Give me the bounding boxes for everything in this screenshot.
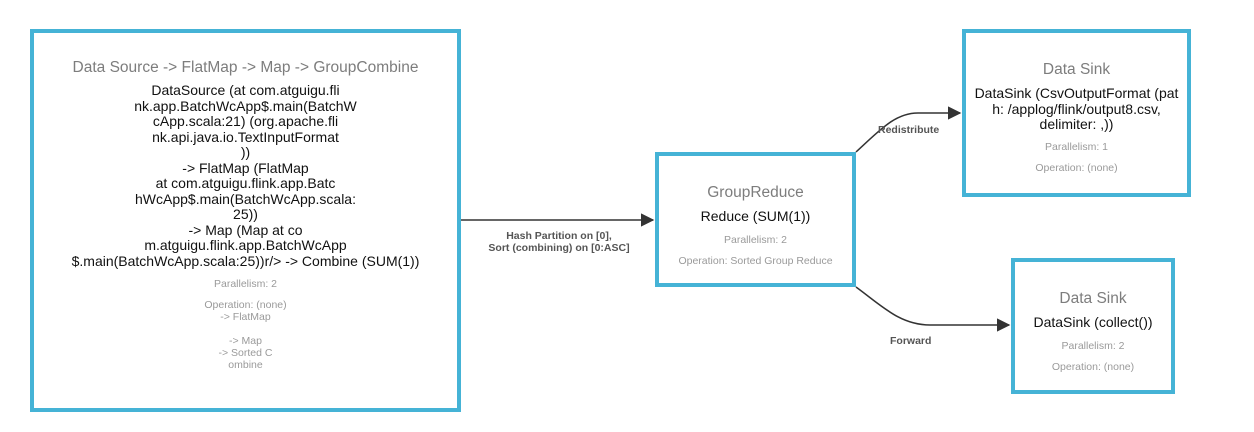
text-line: DataSink (collect()) (1033, 314, 1153, 330)
text-line: Reduce (SUM(1)) (700, 208, 811, 224)
node-operation: Operation: Sorted Group Reduce (659, 255, 852, 267)
node-title: GroupReduce (707, 184, 804, 201)
node-data-source[interactable]: Data Source -> FlatMap -> Map -> GroupCo… (30, 29, 461, 412)
text-line: delimiter: ,)) (1039, 116, 1114, 132)
text-line: Operation: (none) (1051, 360, 1135, 373)
text-line: $.main(BatchWcApp.scala:25))r/> -> Combi… (71, 252, 420, 269)
text-line: h: /applog/flink/output8.csv, (992, 100, 1161, 117)
node-parallelism: Parallelism: 2 (213, 278, 278, 290)
edge-label-hash-partition: Hash Partition on [0], Sort (combining) … (488, 230, 630, 254)
node-group-reduce[interactable]: GroupReduce Reduce (SUM(1)) Parallelism:… (655, 152, 856, 287)
text-line: ombine (228, 359, 263, 371)
node-parallelism: Parallelism: 2 (1061, 339, 1125, 352)
node-parallelism: Parallelism: 1 (1044, 140, 1109, 153)
text-line: nk.api.java.io.TextInputFormat (152, 128, 339, 145)
text-line: nk.app.BatchWcApp$.main(BatchW (134, 97, 357, 114)
text-line: -> FlatMap (FlatMap (182, 159, 309, 176)
node-operation: Operation: (none) (966, 162, 1187, 174)
edge-label-redistribute: Redistribute (878, 124, 940, 136)
edge-forward[interactable] (855, 286, 1011, 332)
edge-redistribute[interactable] (855, 106, 962, 153)
node-parallelism: Parallelism: 2 (723, 233, 788, 246)
text-line: hWcApp$.main(BatchWcApp.scala: (135, 190, 356, 207)
text-line: -> Sorted C (218, 347, 273, 359)
text-line: -> Map (Map at co (188, 221, 303, 238)
node-operation: Operation: (none)-> FlatMap -> Map-> Sor… (34, 299, 457, 371)
text-line: Operation: Sorted Group Reduce (678, 254, 833, 267)
text-line: DataSource (at com.atguigu.fli (151, 82, 340, 98)
node-title: Data Sink (1059, 290, 1127, 307)
text-line: -> Map (229, 335, 262, 347)
node-description: Reduce (SUM(1)) (659, 208, 852, 225)
text-line: at com.atguigu.flink.app.Batc (155, 175, 336, 191)
text-line: Operation: (none) (1035, 161, 1118, 174)
node-data-sink-collect[interactable]: Data Sink DataSink (collect()) Paralleli… (1011, 258, 1175, 394)
edge-label-forward: Forward (890, 335, 932, 347)
text-line: 25)) (233, 206, 258, 222)
node-title: Data Source -> FlatMap -> Map -> GroupCo… (72, 59, 419, 76)
text-line: -> FlatMap (220, 311, 271, 323)
text-line (34, 323, 457, 335)
text-line: Operation: (none) (204, 299, 287, 311)
node-data-sink-csv[interactable]: Data Sink DataSink (CsvOutputFormat (pat… (962, 29, 1191, 197)
text-line: DataSink (CsvOutputFormat (pat (974, 85, 1179, 101)
node-title: Data Sink (1042, 61, 1111, 78)
text-line: m.atguigu.flink.app.BatchWcApp (144, 237, 347, 253)
node-description: DataSink (collect()) (1015, 314, 1171, 331)
text-line: )) (240, 144, 251, 160)
node-operation: Operation: (none) (1015, 361, 1171, 373)
text-line: cApp.scala:21) (org.apache.fli (152, 113, 339, 129)
